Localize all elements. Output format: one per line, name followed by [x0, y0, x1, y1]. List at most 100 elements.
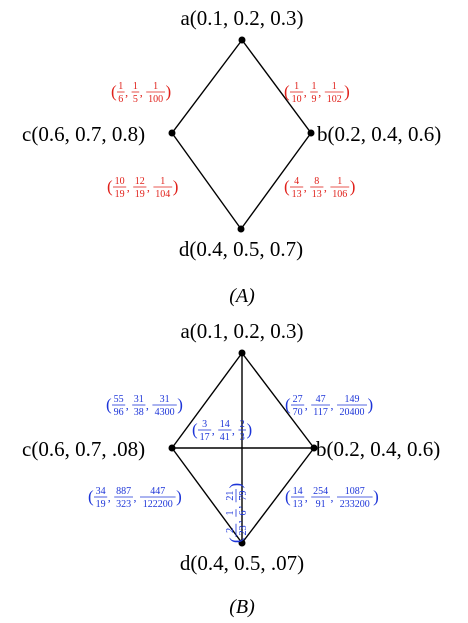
edge-label-b-a-b-den-2: 20400	[340, 407, 365, 418]
edge-label-b-c-b-open-paren: (	[192, 420, 198, 439]
edge-label-b-a-b-num-2: 149	[345, 394, 360, 405]
edge-label-b-a-c-num-1: 31	[134, 394, 144, 405]
edge-label-b-a-c-den-1: 38	[134, 407, 144, 418]
edge-label-b-c-d-num-2: 447	[150, 486, 165, 497]
edge-label-c-d-open-paren: (	[107, 177, 113, 196]
edge-label-b-a-b-close-paren: )	[368, 395, 374, 414]
edge-label-a-c-den-2: 100	[148, 94, 163, 105]
edge-label-a-c-comma-1: ,	[140, 85, 143, 99]
edge-label-b-a-b-comma-1: ,	[331, 398, 334, 412]
edge-label-c-d-num-0: 10	[115, 176, 125, 187]
edge-label-c-d-num-2: 1	[160, 176, 165, 187]
edge-label-b-b-d-den-1: 91	[316, 499, 326, 510]
edge-label-b-b-d-close-paren: )	[373, 487, 379, 506]
edge-label-b-d-den-1: 13	[312, 189, 322, 200]
vertex-b-label: b(0.2, 0.4, 0.6)	[317, 122, 441, 146]
edge-label-a-c-comma-0: ,	[125, 85, 128, 99]
edge-label-b-c-d-den-2: 122200	[143, 499, 173, 510]
edge-label-b-c-d-comma-1: ,	[134, 490, 137, 504]
edge-c-d	[171, 132, 242, 230]
edge-label-b-c-b-num-1: 14	[220, 419, 230, 430]
edge-label-a-b-den-1: 9	[312, 94, 317, 105]
edge-label-a-b-num-2: 1	[332, 81, 337, 92]
edge-label-b-d-num-1: 8	[314, 176, 319, 187]
vertex-b-a-dot	[238, 349, 246, 357]
vertex-d-label: d(0.4, 0.5, 0.7)	[179, 237, 303, 261]
edge-label-b-b-d-num-1: 254	[313, 486, 328, 497]
edge-a-b	[241, 39, 312, 134]
edge-label-b-a-d-close-paren: )	[226, 483, 245, 489]
edge-label-b-d-comma-0: ,	[304, 180, 307, 194]
edge-label-c-d-den-0: 19	[115, 189, 125, 200]
edge-label-b-a-d-num-0: 2	[225, 528, 236, 533]
edge-label-b-a-d-den-1: 6	[238, 511, 249, 516]
edge-label-b-d-close-paren: )	[350, 177, 356, 196]
edge-label-b-a-c-den-2: 4300	[155, 407, 175, 418]
edge-label-b-a-b-den-1: 117	[313, 407, 328, 418]
edge-b-a-c	[171, 352, 243, 449]
edge-label-c-d-den-1: 19	[135, 189, 145, 200]
edge-label-b-c-b-close-paren: )	[247, 420, 253, 439]
edge-label-b-a-d-open-paren: (	[226, 537, 245, 543]
edge-label-a-b-num-0: 1	[294, 81, 299, 92]
edge-label-b-c-d-open-paren: (	[88, 487, 94, 506]
vertex-b-dot	[307, 129, 315, 137]
edge-label-b-d-num-0: 4	[294, 176, 299, 187]
caption-a: (A)	[229, 285, 255, 307]
edge-label-b-c-d-num-1: 887	[116, 486, 131, 497]
edge-label-a-c-num-2: 1	[153, 81, 158, 92]
edge-label-b-a-c-comma-1: ,	[146, 398, 149, 412]
edge-label-b-d-open-paren: (	[284, 177, 290, 196]
graph-a: a(0.1, 0.2, 0.3) c(0.6, 0.7, 0.8) b(0.2,…	[22, 6, 441, 307]
edge-label-b-b-d-num-0: 14	[293, 486, 303, 497]
vertex-d-dot	[237, 225, 245, 233]
caption-b: (B)	[229, 596, 255, 618]
edge-label-b-c-d-close-paren: )	[176, 487, 182, 506]
edge-label-b-a-c-num-0: 55	[114, 394, 124, 405]
edge-label-b-c-b-comma-0: ,	[212, 423, 215, 437]
edge-label-b-a-d-comma-1: ,	[229, 506, 243, 509]
edge-label-a-c-num-0: 1	[118, 81, 123, 92]
edge-label-b-d-num-2: 1	[337, 176, 342, 187]
edge-label-b-c-d-comma-0: ,	[108, 490, 111, 504]
vertex-c-label: c(0.6, 0.7, 0.8)	[22, 122, 145, 146]
edge-label-c-d-comma-0: ,	[127, 180, 130, 194]
vertex-b-d-dot	[238, 539, 246, 547]
edge-label-b-b-d-comma-1: ,	[331, 490, 334, 504]
edge-label-a-c-num-1: 1	[133, 81, 138, 92]
edge-label-b-b-d-open-paren: (	[285, 487, 291, 506]
edge-label-c-d-num-1: 12	[135, 176, 145, 187]
edge-label-b-c-b-den-1: 41	[220, 432, 230, 443]
edge-label-b-a-d-den-2: 79	[238, 491, 249, 501]
edge-label-b-c-b-den-0: 17	[200, 432, 210, 443]
edge-label-a-b-den-0: 10	[292, 94, 302, 105]
edge-label-b-a-b-comma-0: ,	[305, 398, 308, 412]
edge-label-b-a-c-den-0: 96	[114, 407, 124, 418]
edge-label-b-a-b-den-0: 70	[293, 407, 303, 418]
vertex-a-dot	[238, 36, 246, 44]
graph-b: a(0.1, 0.2, 0.3) c(0.6, 0.7, .08) b(0.2,…	[22, 319, 440, 618]
edge-label-b-c-b-den-2: 3	[240, 432, 245, 443]
edge-label-b-c-d-den-0: 19	[96, 499, 106, 510]
edge-b-c-d	[171, 447, 243, 544]
edge-label-b-d-den-2: 106	[332, 189, 347, 200]
edge-label-b-c-b-comma-1: ,	[232, 423, 235, 437]
vertex-b-c-dot	[168, 444, 176, 452]
edge-label-b-c-b-num-2: 2	[240, 419, 245, 430]
edge-b-a-b	[241, 352, 315, 449]
edge-label-b-a-c-num-2: 31	[160, 394, 170, 405]
edge-label-b-c-d-den-1: 323	[116, 499, 131, 510]
edge-label-b-a-b-num-0: 27	[293, 394, 303, 405]
edge-label-a-b-num-1: 1	[312, 81, 317, 92]
edge-label-a-c-den-1: 5	[133, 94, 138, 105]
edge-label-b-a-c-close-paren: )	[177, 395, 183, 414]
vertex-a-label: a(0.1, 0.2, 0.3)	[180, 6, 303, 30]
